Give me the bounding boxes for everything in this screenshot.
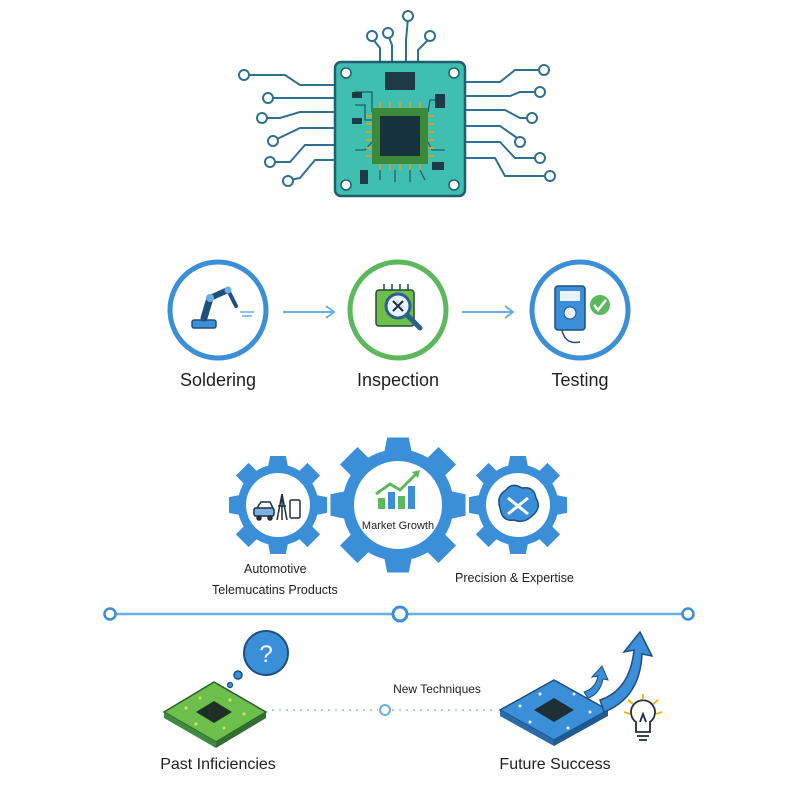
gear-left-label-line1: Automotive <box>244 562 307 576</box>
step-label-testing: Testing <box>551 370 609 390</box>
bar-chart-up-icon <box>375 470 420 509</box>
vehicle-tower-phone-icon <box>253 493 301 521</box>
soldering-step <box>167 259 269 361</box>
past-label: Past Inficiencies <box>160 756 276 773</box>
brain-wrench-icon <box>498 484 539 523</box>
step-label-inspection: Inspection <box>356 370 440 390</box>
gear-right <box>469 456 567 554</box>
timeline <box>103 605 695 623</box>
circuit-board-icon <box>238 10 556 198</box>
multimeter-check-icon <box>554 285 612 344</box>
arrow-inspection-to-testing <box>462 305 515 319</box>
timeline-middle-label: New Techniques <box>393 682 481 696</box>
step-label-soldering: Soldering <box>179 370 257 390</box>
gear-left <box>229 456 327 554</box>
inspection-step <box>347 259 449 361</box>
dotted-connector <box>272 704 496 716</box>
testing-step <box>529 259 631 361</box>
gear-center-label: Market Growth <box>361 520 435 532</box>
arrow-soldering-to-inspection <box>283 305 336 319</box>
lightbulb-icon <box>623 694 663 741</box>
magnifier-chip-icon <box>375 284 423 331</box>
gear-center <box>330 437 466 573</box>
growth-arrow-icon <box>583 630 654 713</box>
future-label: Future Success <box>499 756 611 773</box>
robot-arm-icon <box>191 286 254 329</box>
past-board-icon <box>162 681 268 748</box>
gear-left-label-line2: Telemucatins Products <box>212 583 338 597</box>
gear-right-label: Precision & Expertise <box>455 571 574 585</box>
question-bubble-icon: ? <box>226 630 289 689</box>
svg-text:?: ? <box>259 641 272 668</box>
